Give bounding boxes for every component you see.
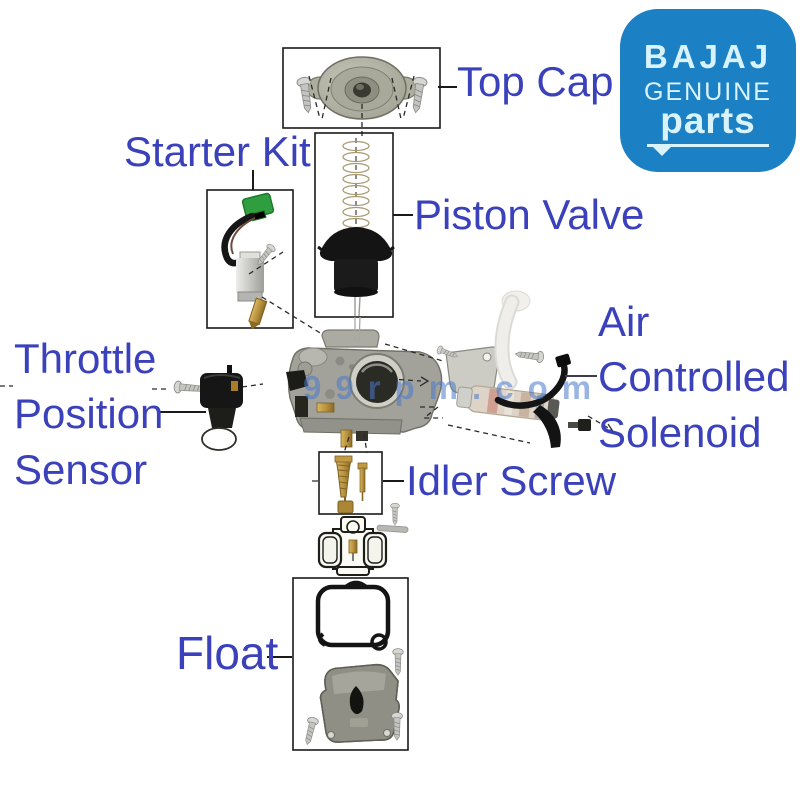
leader-line-tps [160, 411, 206, 413]
down-arrow-icon [653, 147, 671, 156]
idler-screw-part [312, 451, 383, 515]
label-starter-kit: Starter Kit [124, 128, 311, 175]
leader-line-piston-valve [393, 214, 413, 216]
leader-line-starter-kit [252, 170, 254, 190]
starter-kit-part [206, 189, 352, 353]
logo-underline [647, 144, 769, 156]
bajaj-genuine-parts-logo: BAJAJ GENUINE parts [620, 9, 796, 172]
gasket-plate-part [317, 502, 409, 576]
label-top-cap: Top Cap [457, 58, 614, 105]
label-throttle-position-sensor: Throttle Position Sensor [14, 331, 163, 497]
leader-line-idler-screw [383, 480, 404, 482]
label-throttle-line1: Throttle [14, 335, 157, 382]
logo-genuine-text: GENUINE [644, 78, 772, 106]
piston-valve-part [314, 132, 395, 318]
air-solenoid-part [435, 290, 591, 448]
label-throttle-line3: Sensor [14, 445, 148, 493]
leader-line-float [267, 656, 292, 658]
label-float: Float [176, 627, 279, 679]
watermark: 99rpm.com [303, 369, 606, 406]
label-throttle-line2: Position [14, 390, 164, 438]
leader-line-top-cap [438, 86, 457, 88]
leader-line-solenoid [565, 375, 597, 377]
label-air-line1: Air [598, 298, 650, 345]
throttle-position-sensor-part [173, 365, 243, 451]
float-bowl-part [292, 577, 409, 751]
label-air-line3: Solenoid [598, 408, 762, 456]
top-cap-part [282, 47, 441, 140]
logo-parts-text: parts [660, 100, 756, 141]
logo-brand-text: BAJAJ [643, 38, 773, 75]
carburetor-body-part [0, 316, 614, 454]
label-air-controlled-solenoid: Air Controlled Solenoid [598, 294, 789, 460]
label-idler-screw: Idler Screw [406, 457, 617, 504]
label-piston-valve: Piston Valve [414, 191, 645, 238]
label-air-line2: Controlled [598, 353, 790, 401]
